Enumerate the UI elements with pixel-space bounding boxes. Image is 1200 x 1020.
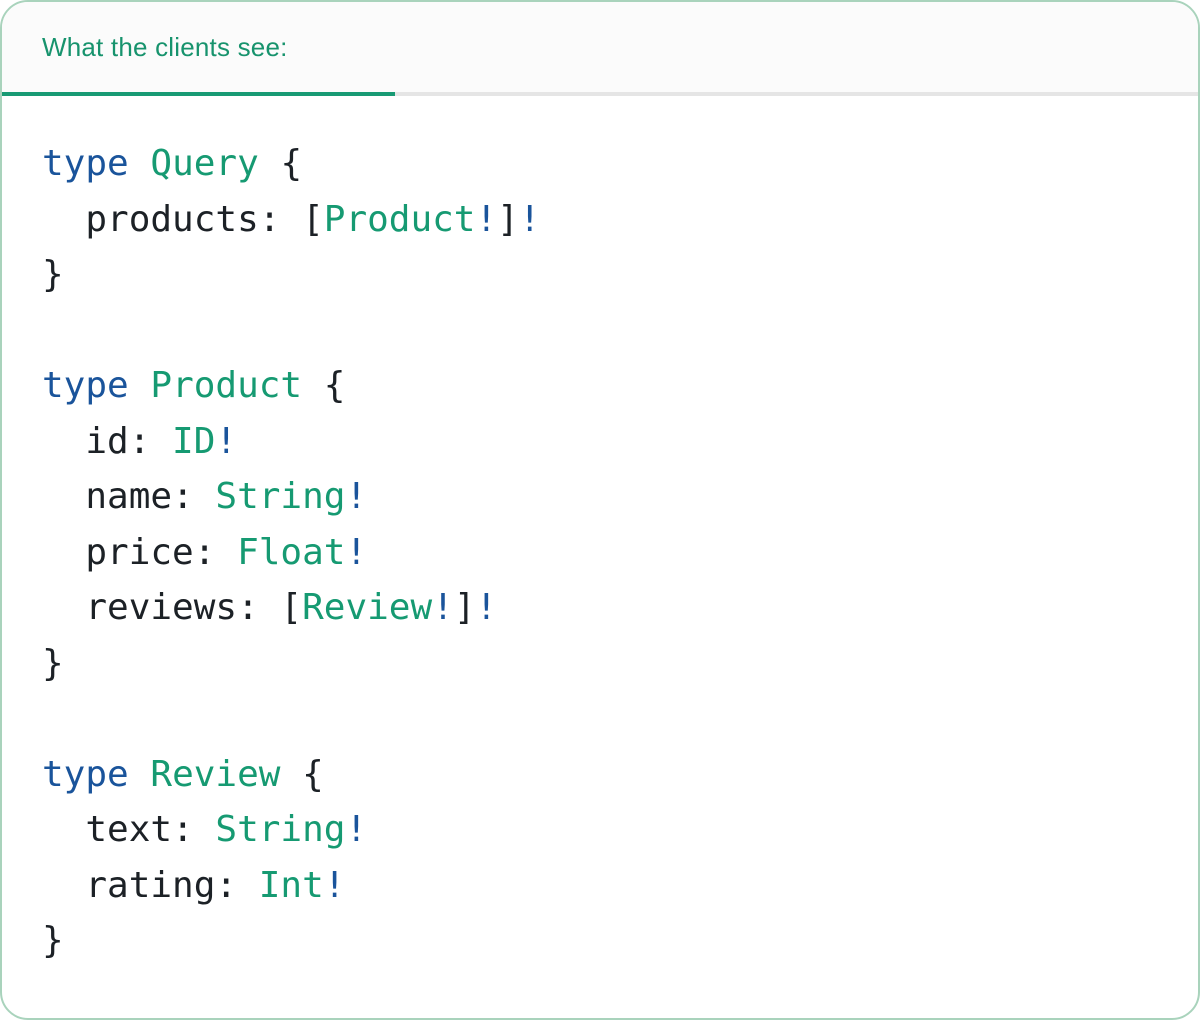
code-line: id: ID! [42,414,1158,470]
code-line: price: Float! [42,525,1158,581]
code-token [129,143,151,184]
code-token: ID [172,420,216,462]
code-token: ] [453,587,476,628]
code-token: ] [497,198,519,240]
code-token: ! [432,587,454,628]
code-token: ! [475,198,498,240]
code-token: Query [150,143,259,184]
code-line: rating: Int! [42,858,1158,914]
code-token: ! [345,809,368,850]
code-token: reviews: [ [42,587,303,628]
code-token: { [302,365,346,406]
code-block: type Query { products: [Product!]!} type… [2,96,1198,1018]
code-token: { [280,753,324,795]
code-line [42,303,1158,359]
code-line: type Review { [42,747,1158,803]
tab-label: What the clients see: [42,31,288,62]
code-line: reviews: [Review!]! [42,580,1158,636]
code-line: text: String! [42,802,1158,858]
code-token: Review [150,753,281,795]
code-line: } [42,913,1158,969]
code-token: Int [258,864,324,906]
code-token [129,754,151,795]
code-line: } [42,636,1158,692]
code-token [129,365,151,406]
code-token: products: [ [42,198,324,240]
code-line: name: String! [42,469,1158,525]
code-line: type Query { [42,136,1158,192]
tab-what-clients-see[interactable]: What the clients see: [42,32,288,63]
code-token: Product [150,365,303,406]
code-token: name: [42,476,216,517]
code-token: String [215,809,346,850]
code-token: Float [237,531,346,573]
code-token: ! [345,531,368,573]
code-token: type [42,753,129,795]
code-token: ! [323,864,346,906]
tab-strip: What the clients see: [2,2,1198,92]
code-token: Product [323,198,476,240]
code-token: ! [215,420,238,462]
tab-divider [2,92,1198,96]
code-token: text: [42,809,216,850]
code-token: { [258,143,303,184]
code-token: } [42,642,64,684]
code-token: type [42,143,129,184]
code-line: products: [Product!]! [42,192,1158,248]
code-token: } [42,920,64,961]
code-line: type Product { [42,358,1158,414]
code-token: ! [345,476,368,517]
code-token: ! [475,587,498,628]
code-token: } [42,254,64,295]
code-token: rating: [42,864,259,906]
code-line: } [42,247,1158,303]
code-token: type [42,365,129,406]
code-token: Review [302,587,433,628]
code-line [42,691,1158,747]
code-token: price: [42,531,238,573]
tab-active-indicator [2,92,395,96]
code-token: String [215,476,346,517]
code-token: id: [42,420,173,462]
code-token: ! [518,198,541,240]
